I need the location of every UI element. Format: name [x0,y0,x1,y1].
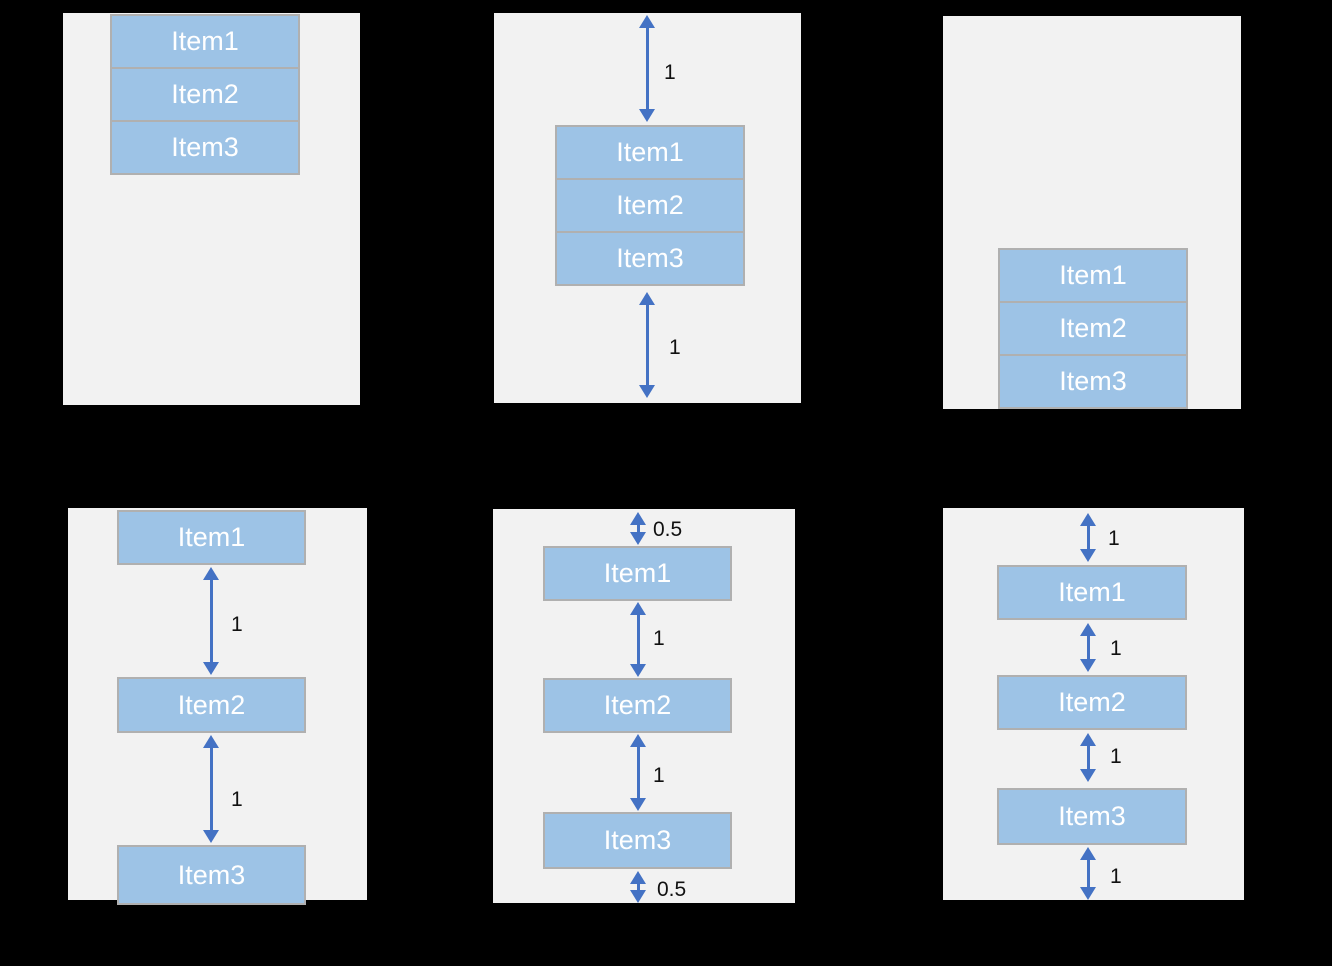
flex-item: Item3 [543,812,732,869]
panel-center: 1 Item1 Item2 Item3 1 [494,13,801,403]
arrow-shaft [1086,632,1090,663]
spacing-arrow-icon [639,292,655,398]
flex-item: Item2 [998,301,1188,356]
flex-item: Item3 [110,120,300,175]
spacing-arrow-icon [1080,623,1096,672]
spacing-arrow-icon [630,871,646,903]
arrow-shaft [645,24,649,113]
flex-item: Item2 [117,677,306,733]
flex-item: Item1 [997,565,1187,620]
gap-ratio-label: 1 [653,627,665,650]
panel-space-evenly: 1 Item1 1 Item2 1 Item3 1 [943,508,1244,900]
gap-ratio-label: 1 [231,613,243,636]
spacing-arrow-icon [1080,847,1096,900]
flex-item: Item1 [998,248,1188,303]
gap-ratio-label: 1 [669,336,681,359]
flex-item: Item3 [997,788,1187,845]
flex-item: Item2 [110,67,300,122]
flex-item: Item3 [998,354,1188,409]
panel-space-between: Item1 1 Item2 1 Item3 [68,508,367,905]
arrow-shaft [209,576,213,666]
item-stack: Item1 Item2 Item3 [555,125,745,286]
spacing-arrow-icon [639,15,655,122]
arrow-shaft [636,611,640,668]
spacing-arrow-icon [1080,733,1096,782]
spacing-arrow-icon [630,734,646,811]
flex-item: Item3 [555,231,745,286]
panel-flex-start: Item1 Item2 Item3 [63,13,360,405]
gap-ratio-label: 1 [231,788,243,811]
arrow-shaft [636,743,640,802]
arrow-shaft [1086,522,1090,553]
gap-ratio-label: 1 [1108,527,1120,550]
spacing-arrow-icon [203,735,219,843]
arrow-shaft [209,744,213,834]
flex-item: Item2 [997,675,1187,730]
item-stack: Item1 Item2 Item3 [110,14,300,175]
gap-ratio-label: 1 [1110,745,1122,768]
arrow-shaft [1086,742,1090,773]
gap-ratio-label: 1 [1110,865,1122,888]
gap-ratio-label: 1 [664,61,676,84]
flex-item: Item2 [555,178,745,233]
spacing-arrow-icon [630,512,646,545]
gap-ratio-label: 1 [653,764,665,787]
panel-flex-end: Item1 Item2 Item3 [943,16,1241,409]
arrow-shaft [645,301,649,389]
spacing-arrow-icon [630,602,646,677]
panel-space-around: 0.5 Item1 1 Item2 1 Item3 0.5 [493,509,795,903]
arrow-shaft [636,521,640,536]
flex-item: Item1 [110,14,300,69]
arrow-shaft [1086,856,1090,891]
gap-ratio-label: 0.5 [653,518,683,541]
flex-item: Item1 [543,546,732,601]
spacing-arrow-icon [1080,513,1096,562]
flex-item: Item1 [555,125,745,180]
gap-ratio-label: 0.5 [657,878,687,901]
spacing-arrow-icon [203,567,219,675]
flex-item: Item2 [543,678,732,733]
item-stack: Item1 Item2 Item3 [998,248,1188,409]
flex-item: Item3 [117,845,306,905]
gap-ratio-label: 1 [1110,637,1122,660]
arrow-shaft [636,880,640,894]
flex-item: Item1 [117,510,306,565]
